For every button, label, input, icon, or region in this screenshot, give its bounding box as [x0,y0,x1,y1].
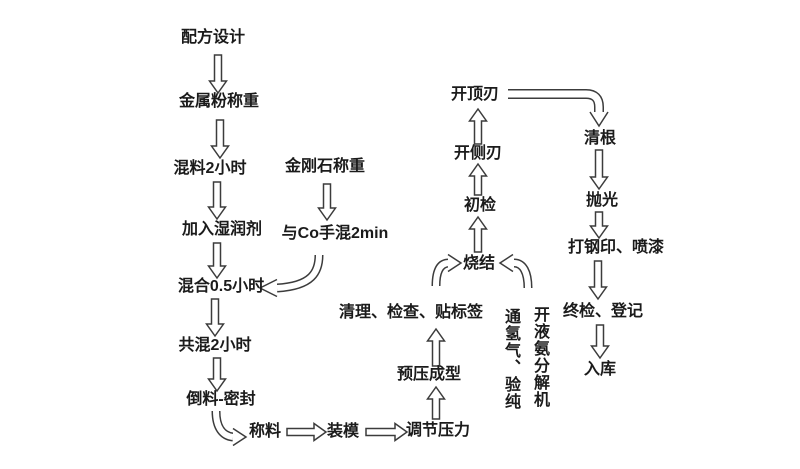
arrow-rootclean-to-polish [589,149,609,191]
node-diamond-weighing: 金刚石称重 [284,158,366,176]
note-ammonia-decomposer: 开液氨分解机 [531,306,548,408]
node-steel-stamp-spray-paint: 打钢印、喷漆 [567,239,665,257]
node-initial-inspection: 初检 [463,197,497,215]
arrow-side-edge-to-top-edge [468,107,488,145]
node-warehousing: 入库 [583,361,617,379]
node-load-mold: 装模 [326,423,360,441]
curved-arrow-pourseal-to-weigh [211,410,248,447]
arrow-final-inspection-to-warehouse [590,324,610,360]
node-hand-mix-with-co-2min: 与Co手混2min [281,225,389,243]
node-clean-inspect-label: 清理、检查、贴标签 [338,304,484,322]
arrow-mix05h-to-coblend [205,298,225,338]
node-weigh-material: 称料 [248,423,282,441]
node-pour-and-seal: 倒料-密封 [186,391,256,409]
arrow-coblend-to-pourseal [207,357,227,393]
node-open-side-edge: 开侧刃 [453,145,503,163]
node-metal-powder-weighing: 金属粉称重 [178,93,260,111]
arrow-polish-to-stamp [589,211,609,240]
curved-arrow-clean-to-sintering [431,253,463,287]
arrow-stamp-to-final-inspection [588,260,608,301]
arrow-weigh-to-mold [286,422,328,442]
node-co-blending-2h: 共混2小时 [178,337,252,355]
curved-arrow-handmix-to-mix05h [258,254,324,298]
arrow-formula-to-metal-powder [208,54,228,95]
note-hydrogen-purity: 通氢气、验纯 [502,308,519,410]
arrow-diamond-to-handmix [317,183,337,222]
curved-arrow-notes-to-sintering [498,253,533,289]
elbow-arrow-topedge-to-rootclean [508,89,609,128]
arrow-adjust-to-preform [426,385,446,420]
node-root-cleaning: 清根 [583,130,617,148]
arrow-mixing2h-to-wetting-agent [207,181,227,221]
node-open-top-edge: 开顶刃 [450,86,500,104]
node-pre-press-forming: 预压成型 [396,366,462,384]
node-formula-design: 配方设计 [180,29,246,47]
arrow-metal-powder-to-mixing2h [210,119,230,160]
node-add-wetting-agent: 加入湿润剂 [181,221,263,239]
arrow-wetting-agent-to-mix05h [207,242,227,280]
node-adjust-pressure: 调节压力 [405,422,471,440]
arrow-preform-to-clean [426,327,446,367]
node-mixing-half-hour: 混合0.5小时 [177,278,265,296]
node-sintering: 烧结 [462,255,496,273]
arrow-sintering-to-initial-inspection [468,215,488,253]
node-final-inspection-registration: 终检、登记 [562,303,644,321]
node-polishing: 抛光 [585,192,619,210]
arrow-mold-to-adjust [365,422,409,442]
node-mixing-2h: 混料2小时 [173,160,247,178]
arrow-initial-inspection-to-side-edge [468,162,488,196]
